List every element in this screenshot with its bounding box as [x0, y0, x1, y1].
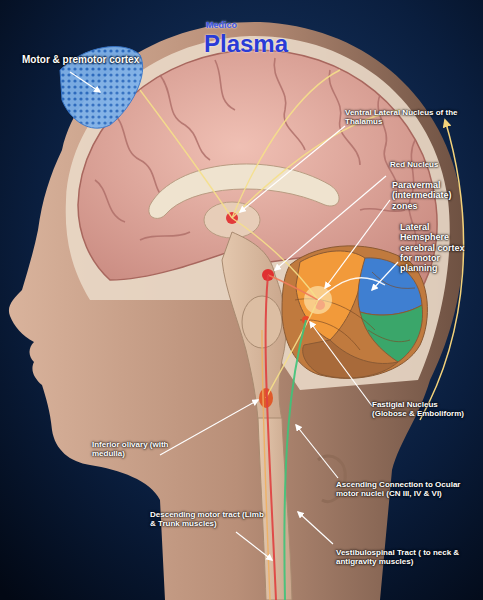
structure-label: Paravermal (intermediate) zones	[392, 180, 477, 211]
structure-label: Red Nucleus	[390, 160, 438, 169]
watermark: Medico	[206, 20, 237, 30]
region-label: Motor & premotor cortex	[22, 54, 139, 66]
tract-label: Descending motor tract (Limb & Trunk mus…	[150, 510, 270, 528]
structure-label: Lateral Hemsphere cerebral cortex for mo…	[400, 222, 478, 274]
tract-label: Ascending Connection to Ocular motor nuc…	[336, 480, 476, 498]
structure-label: Fastigial Nucleus (Globose & Emboliform)	[372, 400, 472, 418]
watermark: Plasma	[204, 30, 288, 58]
tract-label: Vestibulospinal Tract ( to neck & antigr…	[336, 548, 476, 566]
structure-label: Ventral Lateral Nucleus of the Thalamus	[345, 108, 470, 126]
structure-label: Inferior olivary (with medulla)	[92, 440, 182, 458]
